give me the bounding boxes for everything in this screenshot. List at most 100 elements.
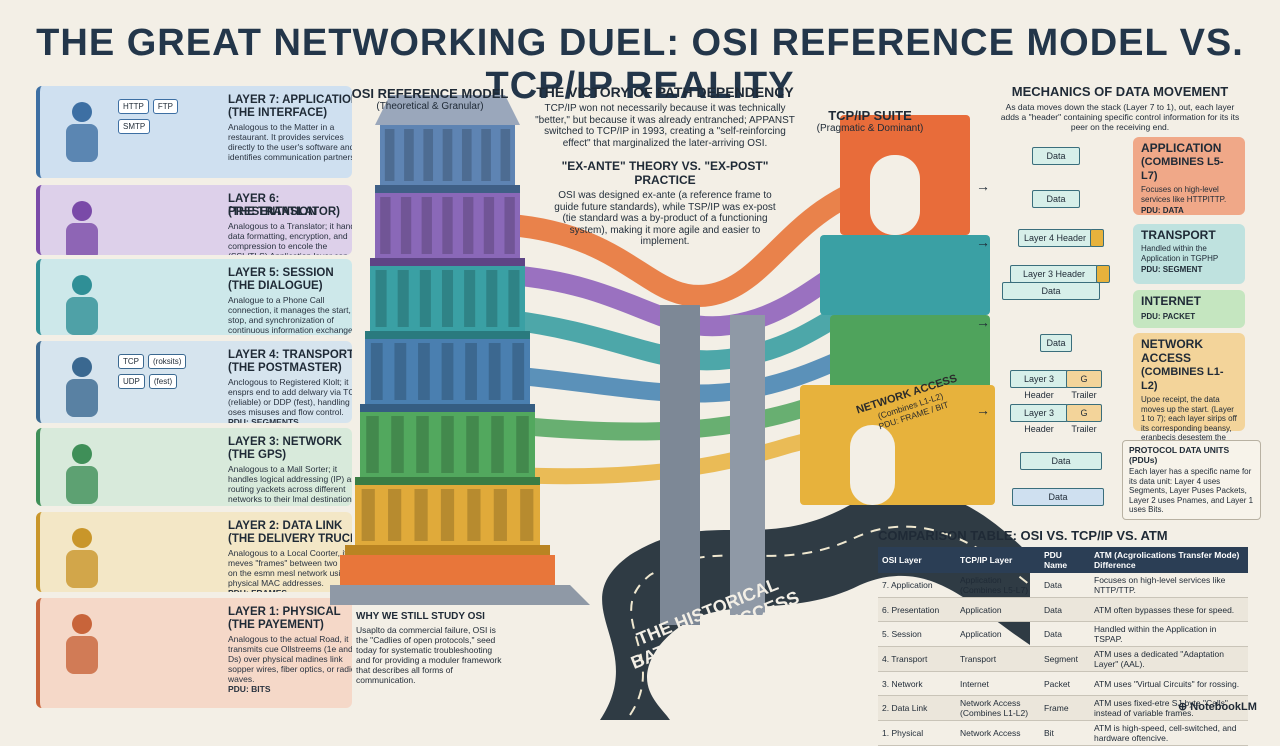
person-icon xyxy=(66,102,98,162)
mechanics-heading: MECHANICS OF DATA MOVEMENT xyxy=(1011,84,1229,99)
table-cell: 7. Application xyxy=(878,573,956,598)
arrow-icon: → xyxy=(976,314,990,330)
tcpip-layer-sub: (Combines L1-L2) xyxy=(1141,366,1224,392)
packet-segment: Data xyxy=(1002,282,1100,300)
layer-description: Analogous to a Local Coorter, it meves "… xyxy=(228,548,352,592)
tcpip-layer-desc: Focuses on high-level services like HTTP… xyxy=(1141,185,1227,204)
tower-column xyxy=(440,489,455,541)
table-cell: 4. Transport xyxy=(878,646,956,672)
exante-text: OSI was designed ex-ante (a reference fr… xyxy=(554,190,776,247)
layer-panel-3: LAYER 3: NETWORK (THE GPS) Analogous to … xyxy=(36,428,352,506)
brand: ⊕ NotebookLM xyxy=(1178,700,1257,713)
tcpip-layer-sub: (Combines L5-L7) xyxy=(1141,156,1224,182)
table-cell: ATM often bypasses these for speed. xyxy=(1090,597,1248,622)
layer-desc-text: Analogous to a Mall Sorter; it handles l… xyxy=(228,464,352,504)
layer-illustration xyxy=(48,604,218,684)
tcpip-layer-heading: INTERNET xyxy=(1141,294,1201,308)
packet-segment xyxy=(1096,265,1110,283)
table-cell: ATM uses "Virtual Circuits" for rossing. xyxy=(1090,671,1248,696)
tower-column xyxy=(491,416,504,473)
protocol-tag: TCP xyxy=(118,354,144,369)
tcpip-layer-heading: NETWORK ACCESS xyxy=(1141,337,1203,365)
table-cell: Application xyxy=(956,621,1040,647)
pdu-note-heading: PROTOCOL DATA UNITS (PDUs) xyxy=(1129,445,1230,465)
why-heading: WHY WE STILL STUDY OSI xyxy=(356,611,485,622)
tower-column xyxy=(388,489,402,541)
layer-desc-text: Analogue to a Phone Call connection, it … xyxy=(228,295,352,335)
layer-desc-text: Analogous to a Local Coorter, it meves "… xyxy=(228,548,352,588)
tower-column xyxy=(361,489,375,541)
table-cell: ATM uses a dedicated "Adaptation Layer" … xyxy=(1090,646,1248,672)
table-header: ATM (Acgrolications Transfer Mode) Diffe… xyxy=(1090,547,1248,573)
packet-segment: Layer 3 Header xyxy=(1010,265,1098,283)
tower-column xyxy=(419,270,431,327)
protocol-tag: FTP xyxy=(152,99,178,114)
layer-subheading: (THE POSTMASTER) xyxy=(228,362,342,374)
tower-column xyxy=(516,416,529,473)
table-cell: 3. Network xyxy=(878,671,956,696)
arrow-icon: → xyxy=(976,234,990,250)
layer-desc-text: Analogous to a Translator; it handles da… xyxy=(228,221,352,255)
table-cell: Network Access xyxy=(956,720,1040,746)
osi-subtitle: (Theoretical & Granular) xyxy=(376,101,484,112)
comparison-heading: COMPARISON TABLE: OSI VS. TCP/IP VS. ATM xyxy=(878,528,1168,543)
person-icon xyxy=(66,357,98,417)
tower-column xyxy=(391,416,404,473)
layer-description: Anclogous to Registered Klolt; it ensprs… xyxy=(228,377,352,423)
tower-column xyxy=(384,129,395,181)
tcpip-layer-pdu: PDU: DATA xyxy=(1141,206,1184,215)
tower-column xyxy=(464,270,476,327)
page-title: THE GREAT NETWORKING DUEL: OSI REFERENCE… xyxy=(36,22,1244,107)
osi-title: OSI REFERENCE MODEL xyxy=(351,86,509,101)
victory-heading: THE VICTORY OF PATH DEPENDENCY xyxy=(536,84,794,100)
table-cell: Data xyxy=(1040,597,1090,622)
layer-description: Analogous to a Mall Sorter; it handles l… xyxy=(228,464,352,506)
victory-text: TCP/IP won not necessarily because it wa… xyxy=(535,103,795,149)
layer-subheading: (THE GPS) xyxy=(228,449,287,461)
tcpip-layer-application: APPLICATION (Combines L5-L7) Focuses on … xyxy=(1133,137,1245,215)
tower-column xyxy=(461,129,472,181)
layer-illustration xyxy=(48,434,218,506)
tower-column xyxy=(421,197,432,254)
tcpip-layer-pdu: PDU: PACKET xyxy=(1141,312,1196,321)
tower-column xyxy=(366,416,379,473)
packet-segment: Layer 4 Header xyxy=(1018,229,1092,247)
person-icon xyxy=(66,444,98,504)
tcpip-layer-pdu: PDU: SEGMENT xyxy=(1141,265,1203,274)
table-cell: Handled within the Application in TSPAP. xyxy=(1090,621,1248,647)
victory-section: THE VICTORY OF PATH DEPENDENCY TCP/IP wo… xyxy=(530,84,800,248)
tower-column xyxy=(418,343,430,400)
tcpip-layer-heading: APPLICATION xyxy=(1141,141,1222,155)
layer-illustration xyxy=(48,518,218,592)
stream-application xyxy=(509,169,893,307)
layer-heading: LAYER 2: DATA LINK xyxy=(228,520,343,532)
tower-column xyxy=(394,343,407,400)
layer-pdu: PDU: FRAMES xyxy=(228,588,352,592)
table-cell: Bit xyxy=(1040,720,1090,746)
why-section: WHY WE STILL STUDY OSI Usaplto da commer… xyxy=(356,610,506,685)
tower-column xyxy=(400,197,412,254)
tower-column xyxy=(414,489,428,541)
tcpip-layer-internet: INTERNET PDU: PACKET xyxy=(1133,290,1245,328)
layer-description: Analogous to a Translator; it handles da… xyxy=(228,221,352,255)
layer-description: Analogue to a Phone Call connection, it … xyxy=(228,295,352,335)
table-cell: Internet xyxy=(956,671,1040,696)
table-cell: Focuses on high-level services like NTTP… xyxy=(1090,573,1248,598)
packet-segment: G Trailer xyxy=(1066,370,1102,400)
layer-description: Analogous to the actual Road, it transmi… xyxy=(228,634,352,694)
packet-segment: Data xyxy=(1020,452,1102,470)
tower-column xyxy=(493,489,507,541)
layer-subheading: (THE INTERFACE) xyxy=(228,107,328,119)
tower-column xyxy=(375,270,387,327)
layer-heading: LAYER 1: PHYSICAL xyxy=(228,606,341,618)
layer-heading: LAYER 5: SESSION xyxy=(228,267,334,279)
person-icon xyxy=(66,614,98,674)
table-cell: Application (Combines L5-L7) xyxy=(956,573,1040,598)
packet-segment: Data xyxy=(1040,334,1072,352)
mechanics-text: As data moves down the stack (Layer 7 to… xyxy=(1000,102,1240,132)
